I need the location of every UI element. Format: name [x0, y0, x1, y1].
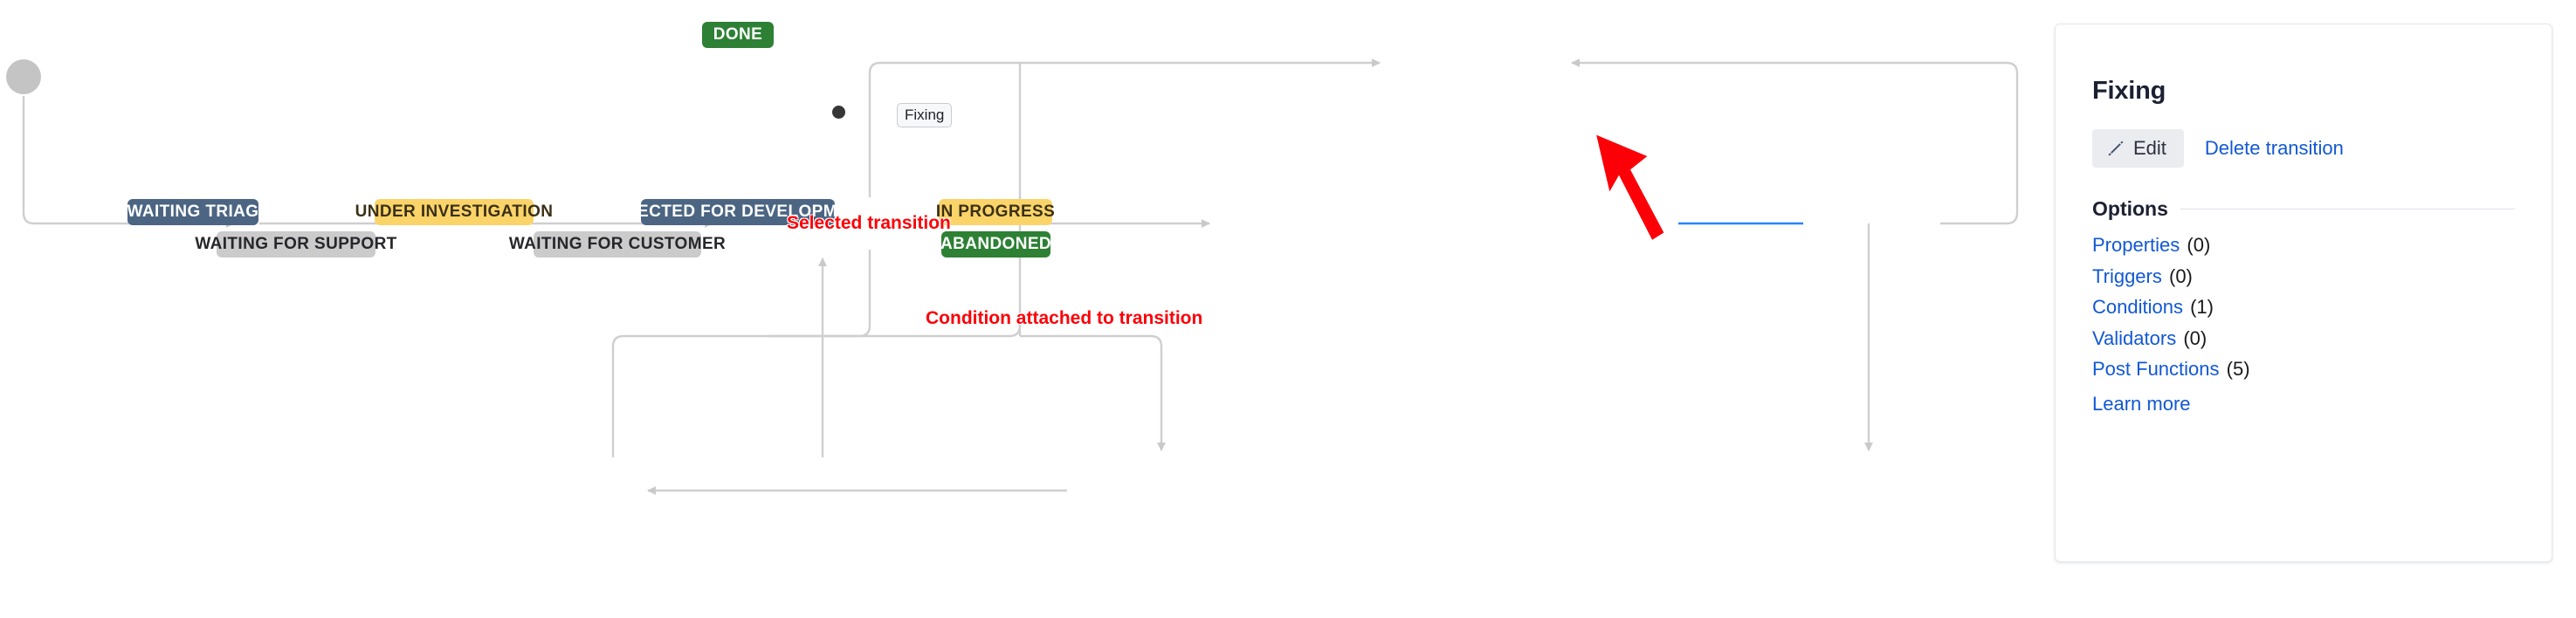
- post-functions-link[interactable]: Post Functions: [2092, 358, 2220, 380]
- post-functions-count: (5): [2226, 358, 2250, 380]
- option-row-triggers: Triggers (0): [2092, 264, 2515, 289]
- options-header: Options: [2092, 197, 2515, 221]
- status-node-waiting-for-support[interactable]: WAITING FOR SUPPORT: [195, 231, 396, 258]
- status-node-done[interactable]: DONE: [702, 22, 774, 48]
- edge-to-waiting-for-customer: [1020, 334, 1166, 451]
- status-node-abandoned[interactable]: ABANDONED: [940, 231, 1051, 258]
- status-node-waiting-for-customer[interactable]: WAITING FOR CUSTOMER: [509, 231, 726, 258]
- panel-actions: Edit Delete transition: [2092, 129, 2515, 168]
- transition-label-fixing[interactable]: Fixing: [897, 103, 953, 127]
- edit-button-label: Edit: [2133, 137, 2166, 159]
- conditions-link[interactable]: Conditions: [2092, 296, 2183, 318]
- pencil-icon: [2106, 139, 2125, 158]
- option-row-validators: Validators (0): [2092, 326, 2515, 351]
- status-node-in-progress[interactable]: IN PROGRESS: [936, 199, 1055, 225]
- annotation-condition-attached: Condition attached to transition: [926, 308, 1203, 328]
- learn-more-link[interactable]: Learn more: [2092, 392, 2191, 415]
- status-node-selected-for-development[interactable]: SELECTED FOR DEVELOPMENT: [604, 199, 871, 225]
- triggers-link[interactable]: Triggers: [2092, 264, 2162, 287]
- transition-source-handle[interactable]: [832, 106, 845, 119]
- edge-under-investigation-to-done: [868, 58, 1381, 197]
- options-list: Properties (0) Triggers (0) Conditions (…: [2092, 233, 2515, 415]
- option-row-properties: Properties (0): [2092, 233, 2515, 258]
- edge-in-progress-to-done: [1571, 58, 2019, 225]
- conditions-count: (1): [2190, 296, 2214, 318]
- options-heading: Options: [2092, 197, 2168, 220]
- status-node-under-investigation[interactable]: UNDER INVESTIGATION: [355, 199, 553, 225]
- edge-start-to-awaiting-triage: [22, 96, 235, 228]
- transition-detail-panel: Fixing Edit Delete transition Options Pr…: [2055, 24, 2552, 562]
- triggers-count: (0): [2169, 264, 2193, 287]
- properties-count: (0): [2187, 234, 2211, 256]
- panel-title: Fixing: [2092, 77, 2166, 105]
- start-node[interactable]: [6, 59, 41, 94]
- edge-to-waiting-for-support: [611, 250, 871, 457]
- validators-count: (0): [2183, 326, 2208, 349]
- option-row-conditions: Conditions (1): [2092, 295, 2515, 319]
- option-row-post-functions: Post Functions (5): [2092, 357, 2515, 381]
- annotation-selected-transition: Selected transition: [787, 213, 951, 233]
- validators-link[interactable]: Validators: [2092, 326, 2177, 349]
- edit-button[interactable]: Edit: [2092, 129, 2184, 168]
- status-node-awaiting-triage[interactable]: AWAITING TRIAGE: [116, 199, 270, 225]
- delete-transition-link[interactable]: Delete transition: [2204, 137, 2344, 159]
- properties-link[interactable]: Properties: [2092, 234, 2180, 256]
